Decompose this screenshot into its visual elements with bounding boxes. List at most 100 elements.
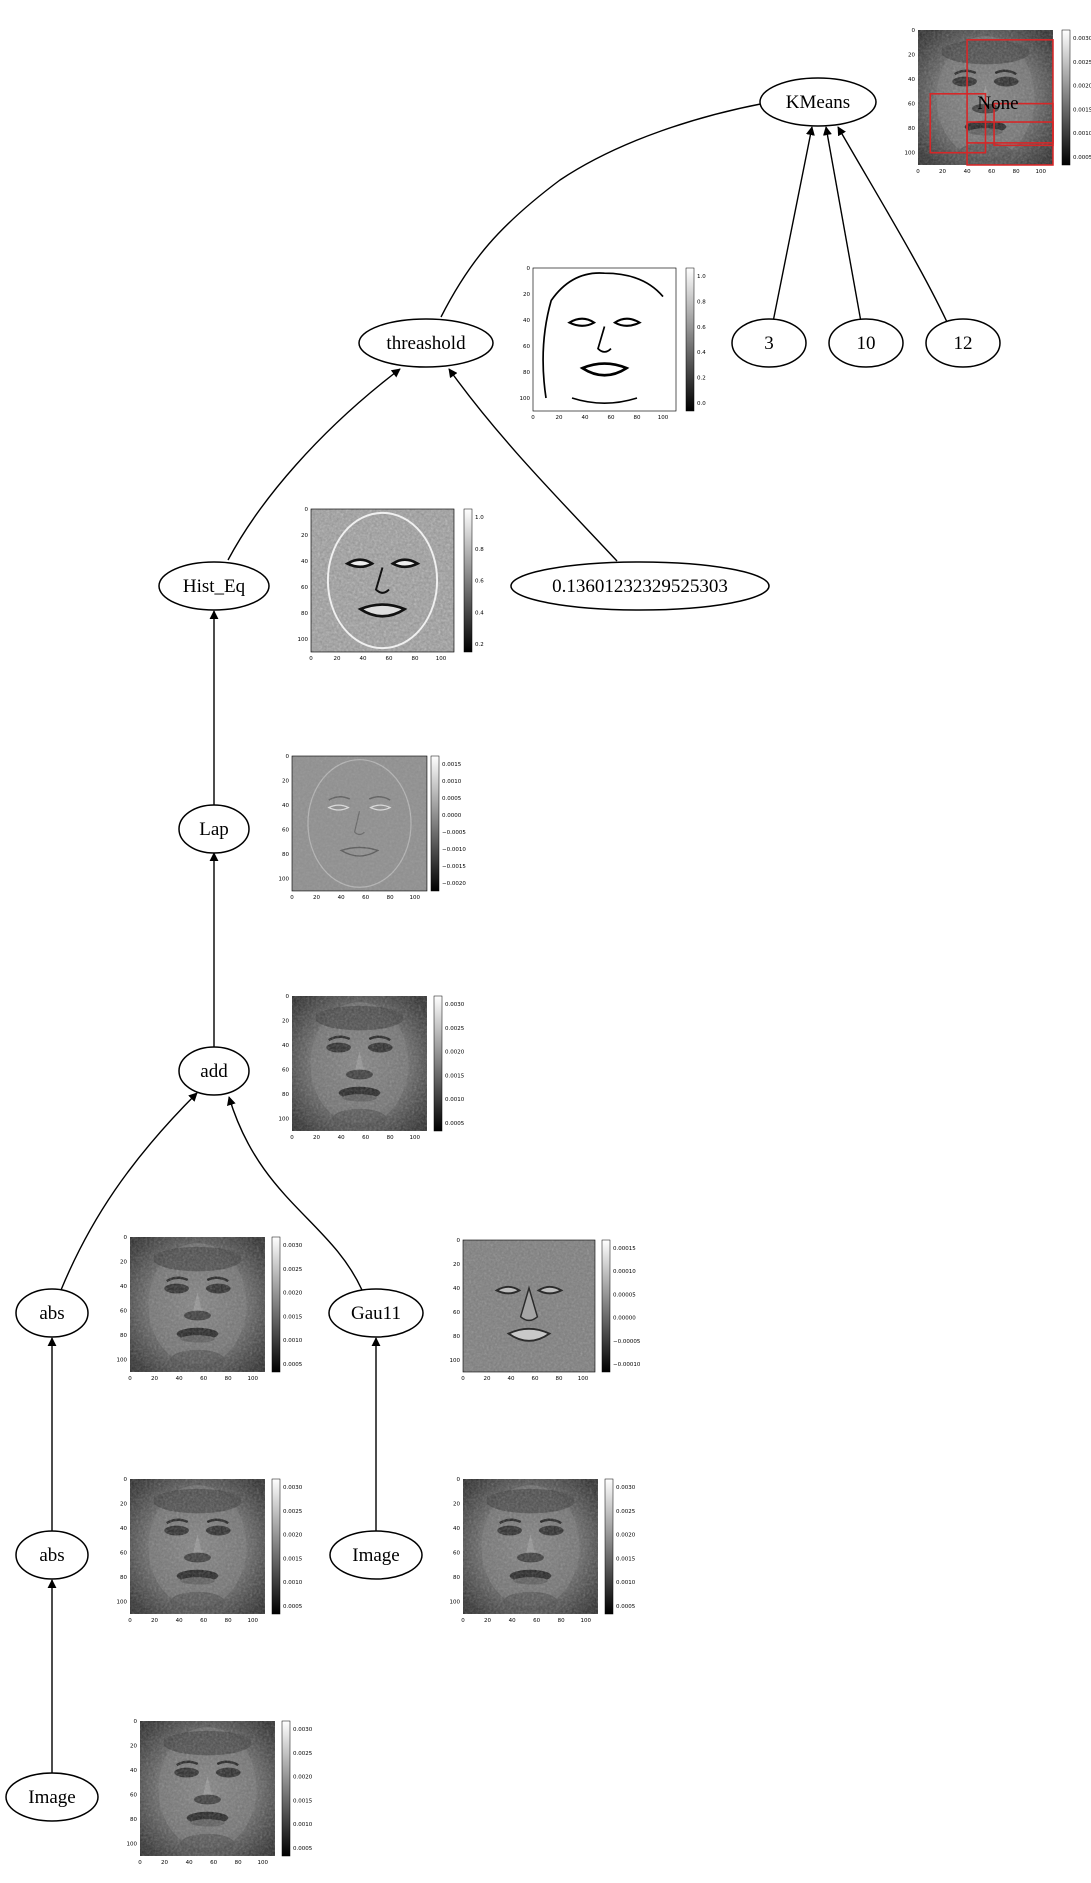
colorbar-tick-label: 0.0005 bbox=[445, 1121, 465, 1127]
node-threshold-value[interactable]: 0.13601232329525303 bbox=[510, 561, 770, 611]
x-tick-label: 80 bbox=[235, 1860, 242, 1866]
x-tick-label: 20 bbox=[939, 169, 946, 175]
node-abs-lower[interactable]: abs bbox=[15, 1530, 89, 1580]
nodes: KMeans threashold 3 10 12 Hist_Eq 0.1360… bbox=[5, 77, 1001, 1822]
y-tick-label: 40 bbox=[453, 1526, 460, 1532]
thumb-kmeans bbox=[918, 30, 1053, 165]
node-add-label: add bbox=[200, 1061, 228, 1082]
y-tick-label: 60 bbox=[908, 102, 915, 108]
colorbar-tick-label: 0.00015 bbox=[613, 1246, 636, 1252]
colorbar-tick-label: 0.0010 bbox=[1073, 131, 1091, 137]
colorbar-tick-label: 0.0005 bbox=[616, 1604, 636, 1610]
colorbar-tick-label: 0.0010 bbox=[445, 1097, 465, 1103]
x-tick-label: 60 bbox=[532, 1376, 539, 1382]
thumb-threshold bbox=[533, 268, 676, 411]
colorbar-tick-label: 0.0010 bbox=[283, 1338, 303, 1344]
y-tick-label: 100 bbox=[117, 1358, 128, 1364]
node-12-label: 12 bbox=[954, 333, 973, 354]
y-tick-label: 0 bbox=[457, 1477, 461, 1483]
y-tick-label: 100 bbox=[279, 1117, 290, 1123]
thumb-abs-upper bbox=[130, 1237, 265, 1372]
colorbar-tick-label: 0.0020 bbox=[293, 1775, 313, 1781]
node-image-left[interactable]: Image bbox=[5, 1772, 99, 1822]
x-tick-label: 20 bbox=[151, 1376, 158, 1382]
node-lap[interactable]: Lap bbox=[178, 804, 250, 854]
x-tick-label: 60 bbox=[200, 1618, 207, 1624]
x-tick-label: 40 bbox=[186, 1860, 193, 1866]
colorbar-tick-label: 0.0025 bbox=[1073, 60, 1091, 66]
y-tick-label: 0 bbox=[124, 1477, 128, 1483]
y-tick-label: 40 bbox=[908, 77, 915, 83]
x-tick-label: 0 bbox=[461, 1376, 465, 1382]
node-hist-eq[interactable]: Hist_Eq bbox=[158, 561, 270, 611]
x-tick-label: 60 bbox=[988, 169, 995, 175]
y-tick-label: 0 bbox=[286, 994, 290, 1000]
colorbar-tick-label: −0.0015 bbox=[442, 864, 466, 870]
node-10[interactable]: 10 bbox=[828, 318, 904, 368]
y-tick-label: 60 bbox=[453, 1310, 460, 1316]
y-tick-label: 60 bbox=[120, 1309, 127, 1315]
cbar-add bbox=[433, 995, 443, 1132]
x-tick-label: 0 bbox=[290, 895, 294, 901]
node-threshold[interactable]: threashold bbox=[358, 318, 494, 368]
y-tick-label: 20 bbox=[523, 292, 530, 298]
x-tick-label: 0 bbox=[290, 1135, 294, 1141]
edge-threshold-to-kmeans bbox=[440, 99, 772, 318]
node-add[interactable]: add bbox=[178, 1046, 250, 1096]
node-image-right[interactable]: Image bbox=[329, 1530, 423, 1580]
thumb-lap bbox=[292, 756, 427, 891]
colorbar-tick-label: 0.0015 bbox=[616, 1556, 636, 1562]
colorbar-tick-label: 0.0020 bbox=[445, 1050, 465, 1056]
x-tick-label: 80 bbox=[225, 1618, 232, 1624]
cbar-lap bbox=[430, 755, 440, 892]
node-abs-upper[interactable]: abs bbox=[15, 1288, 89, 1338]
x-tick-label: 80 bbox=[387, 895, 394, 901]
colorbar-tick-label: 0.0010 bbox=[293, 1822, 313, 1828]
node-image-left-label: Image bbox=[28, 1787, 75, 1808]
colorbar-tick-label: 1.0 bbox=[697, 274, 706, 280]
colorbar-tick-label: 0.00005 bbox=[613, 1292, 636, 1298]
y-tick-label: 100 bbox=[127, 1842, 138, 1848]
y-tick-label: 60 bbox=[120, 1551, 127, 1557]
cbar-image-right bbox=[604, 1478, 614, 1615]
node-12[interactable]: 12 bbox=[925, 318, 1001, 368]
node-gau11-label: Gau11 bbox=[351, 1303, 401, 1324]
y-tick-label: 40 bbox=[301, 559, 308, 565]
y-tick-label: 20 bbox=[301, 533, 308, 539]
node-3[interactable]: 3 bbox=[731, 318, 807, 368]
colorbar-tick-label: 0.4 bbox=[475, 610, 484, 616]
colorbar-tick-label: −0.00010 bbox=[613, 1362, 641, 1368]
edge-12-to-kmeans bbox=[837, 126, 948, 323]
x-tick-label: 20 bbox=[334, 656, 341, 662]
colorbar-tick-label: 0.2 bbox=[697, 376, 706, 382]
colorbar-tick-label: 0.6 bbox=[697, 325, 706, 331]
thumb-hist-eq bbox=[311, 509, 454, 652]
colorbar-tick-label: 0.0025 bbox=[445, 1026, 465, 1032]
y-tick-label: 80 bbox=[908, 126, 915, 132]
x-tick-label: 80 bbox=[412, 656, 419, 662]
x-tick-label: 0 bbox=[461, 1618, 465, 1624]
x-tick-label: 60 bbox=[210, 1860, 217, 1866]
x-tick-label: 20 bbox=[484, 1618, 491, 1624]
kmeans-overlay-label: None bbox=[977, 93, 1018, 114]
colorbar-tick-label: 0.0030 bbox=[616, 1485, 636, 1491]
node-kmeans[interactable]: KMeans bbox=[759, 77, 877, 127]
x-tick-label: 80 bbox=[225, 1376, 232, 1382]
colorbar-tick-label: 0.0010 bbox=[616, 1580, 636, 1586]
thumb-add bbox=[292, 996, 427, 1131]
y-tick-label: 100 bbox=[520, 396, 531, 402]
cluster-box bbox=[966, 39, 1054, 144]
edge-gau11-to-add bbox=[227, 1096, 363, 1291]
x-tick-label: 60 bbox=[362, 1135, 369, 1141]
y-tick-label: 60 bbox=[523, 344, 530, 350]
colorbar-tick-label: 0.0030 bbox=[1073, 36, 1091, 42]
edge-10-to-kmeans bbox=[823, 126, 862, 323]
y-tick-label: 80 bbox=[120, 1575, 127, 1581]
x-tick-label: 80 bbox=[558, 1618, 565, 1624]
y-tick-label: 40 bbox=[120, 1284, 127, 1290]
node-10-label: 10 bbox=[857, 333, 876, 354]
y-tick-label: 100 bbox=[279, 877, 290, 883]
node-lap-label: Lap bbox=[199, 819, 229, 840]
node-gau11[interactable]: Gau11 bbox=[328, 1288, 424, 1338]
